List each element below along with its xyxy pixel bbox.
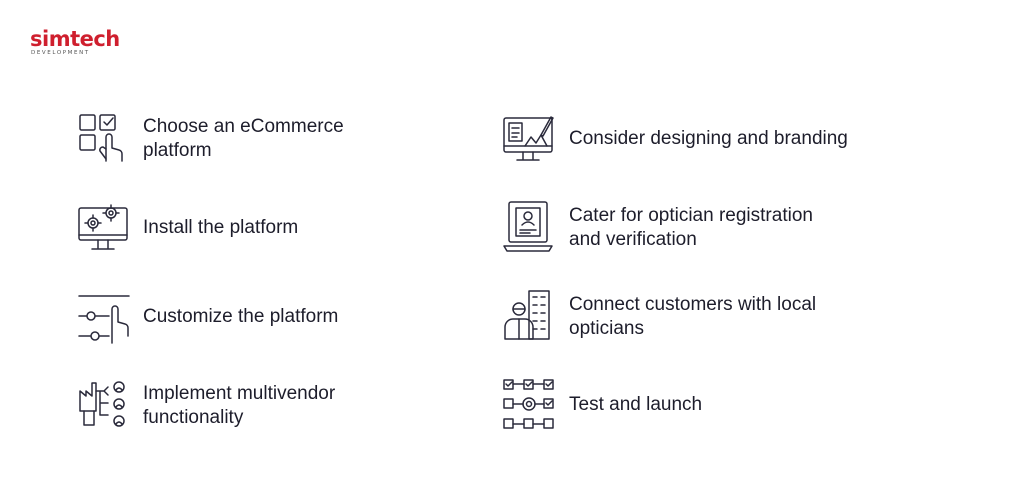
laptop-profile-icon — [503, 201, 553, 252]
optician-building-icon — [504, 290, 550, 340]
brand-subtitle: DEVELOPMENT — [31, 50, 90, 56]
step-label: Consider designing and branding — [569, 128, 848, 149]
step-label: Customize the platform — [143, 306, 339, 327]
step-label: Install the platform — [143, 217, 299, 238]
monitor-design-icon — [503, 116, 554, 161]
simtech-logo: simtech DEVELOPMENT — [30, 27, 120, 56]
step-label: Test and launch — [569, 394, 703, 415]
checklist-gear-flow-icon — [503, 379, 554, 429]
checkbox-grid-touch-icon — [79, 114, 123, 162]
monitor-gears-icon — [78, 204, 128, 250]
slider-touch-icon — [78, 295, 130, 344]
factory-vendors-icon — [79, 381, 125, 427]
brand-name: simtech — [30, 27, 120, 51]
